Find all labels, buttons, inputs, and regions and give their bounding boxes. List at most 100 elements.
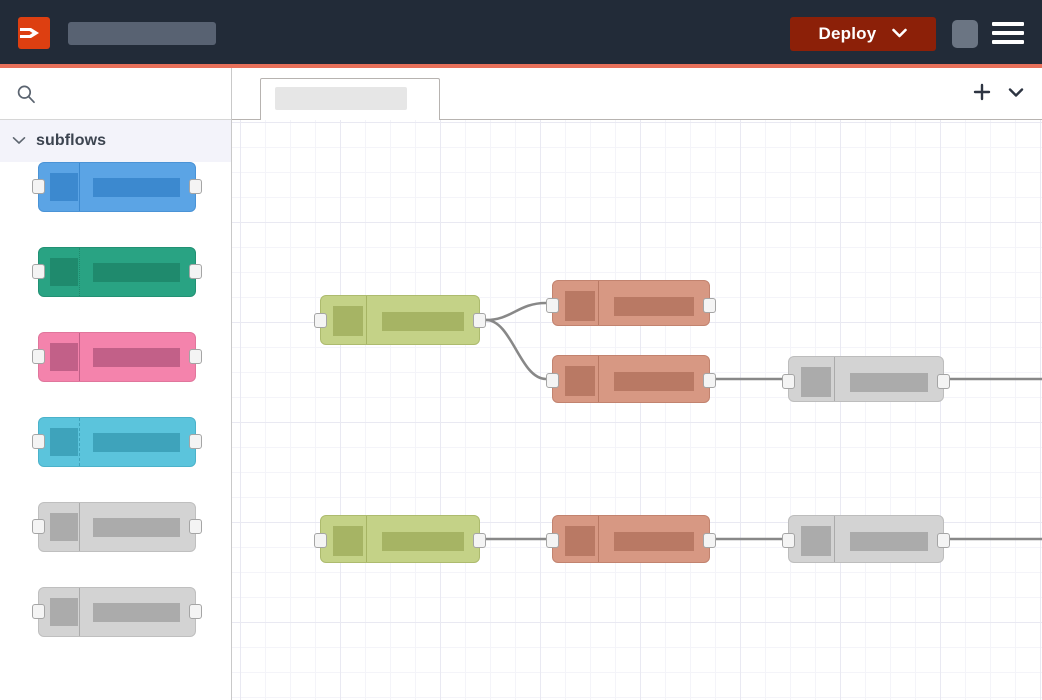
palette-node-divider (79, 333, 81, 381)
palette-node-icon (50, 598, 78, 626)
flow-node-divider (834, 516, 836, 562)
flow-node-grey-top[interactable] (782, 356, 950, 402)
palette-node-icon (50, 513, 78, 541)
palette-node-label-redacted (93, 263, 180, 282)
palette-node-pink[interactable] (32, 332, 202, 382)
header-accent-bar (0, 64, 1042, 68)
add-flow-button[interactable] (970, 82, 994, 106)
flow-node-icon (333, 526, 363, 556)
palette-node-icon (50, 258, 78, 286)
flow-node-divider (598, 281, 600, 325)
palette-node-list (0, 162, 231, 700)
flow-node-input-port[interactable] (546, 373, 559, 388)
palette-node-output-port[interactable] (189, 604, 202, 619)
palette-node-grey-2[interactable] (32, 587, 202, 637)
palette-node-divider (79, 588, 81, 636)
palette-node-divider (79, 503, 81, 551)
search-icon (16, 84, 36, 109)
palette-node-label-redacted (93, 603, 180, 622)
wire-layer (485, 301, 1042, 541)
flow-node-output-port[interactable] (473, 533, 486, 548)
palette-search-row[interactable] (0, 68, 231, 120)
flow-title-redacted (68, 22, 216, 45)
hamburger-menu-icon[interactable] (992, 20, 1024, 46)
flow-node-output-port[interactable] (937, 374, 950, 389)
wire-green-to-salmon-2[interactable] (485, 318, 547, 381)
flow-node-icon (801, 526, 831, 556)
palette-node-input-port[interactable] (32, 604, 45, 619)
flow-node-icon (565, 366, 595, 396)
flow-node-label-redacted (382, 532, 464, 551)
menu-bar-1 (992, 22, 1024, 26)
chevron-down-icon (12, 132, 26, 150)
flow-node-output-port[interactable] (937, 533, 950, 548)
search-input[interactable] (44, 82, 214, 106)
flow-node-divider (598, 516, 600, 562)
palette-node-input-port[interactable] (32, 434, 45, 449)
palette-sidebar: subflows (0, 68, 232, 700)
palette-node-output-port[interactable] (189, 434, 202, 449)
flow-node-input-port[interactable] (314, 533, 327, 548)
flow-node-divider (366, 296, 368, 344)
menu-bar-3 (992, 40, 1024, 44)
wire-green-to-salmon-1[interactable] (485, 301, 547, 322)
flow-node-input-port[interactable] (782, 533, 795, 548)
palette-node-label-redacted (93, 348, 180, 367)
palette-category-subflows[interactable]: subflows (0, 120, 231, 162)
flow-node-salmon-top-2[interactable] (546, 355, 716, 403)
palette-node-input-port[interactable] (32, 349, 45, 364)
flow-tab-active[interactable] (260, 78, 440, 120)
flow-node-output-port[interactable] (703, 373, 716, 388)
palette-node-input-port[interactable] (32, 179, 45, 194)
user-avatar-icon[interactable] (952, 20, 978, 48)
palette-node-output-port[interactable] (189, 264, 202, 279)
flow-node-label-redacted (850, 373, 928, 392)
palette-node-output-port[interactable] (189, 179, 202, 194)
plus-icon (973, 83, 991, 106)
flow-canvas[interactable] (232, 120, 1042, 700)
flow-node-grey-bottom[interactable] (782, 515, 950, 563)
flow-node-divider (834, 357, 836, 401)
palette-node-divider (79, 163, 81, 211)
palette-node-cyan[interactable] (32, 417, 202, 467)
flow-node-input-port[interactable] (546, 298, 559, 313)
palette-node-divider (79, 418, 81, 466)
flow-node-salmon-top-1[interactable] (546, 280, 716, 326)
flow-node-green-bottom[interactable] (314, 515, 486, 563)
flow-node-input-port[interactable] (314, 313, 327, 328)
flow-node-icon (565, 526, 595, 556)
flow-node-label-redacted (614, 372, 694, 391)
workspace (232, 68, 1042, 700)
flow-node-output-port[interactable] (703, 298, 716, 313)
palette-category-label: subflows (36, 132, 107, 149)
menu-bar-2 (992, 31, 1024, 35)
flow-node-divider (598, 356, 600, 402)
flow-node-label-redacted (614, 297, 694, 316)
flow-node-input-port[interactable] (782, 374, 795, 389)
palette-node-output-port[interactable] (189, 519, 202, 534)
palette-node-input-port[interactable] (32, 264, 45, 279)
flow-node-input-port[interactable] (546, 533, 559, 548)
palette-node-label-redacted (93, 178, 180, 197)
tabbar-underline (232, 119, 1042, 120)
palette-node-input-port[interactable] (32, 519, 45, 534)
flow-node-salmon-bottom[interactable] (546, 515, 716, 563)
flow-list-menu-button[interactable] (1004, 82, 1028, 106)
chevron-down-icon (1008, 85, 1024, 103)
deploy-button[interactable]: Deploy (790, 17, 936, 51)
palette-node-label-redacted (93, 518, 180, 537)
node-red-logo-icon[interactable] (18, 17, 50, 49)
palette-node-grey-1[interactable] (32, 502, 202, 552)
flow-node-label-redacted (382, 312, 464, 331)
palette-node-green[interactable] (32, 247, 202, 297)
palette-node-blue[interactable] (32, 162, 202, 212)
palette-node-icon (50, 428, 78, 456)
palette-node-output-port[interactable] (189, 349, 202, 364)
flow-node-output-port[interactable] (473, 313, 486, 328)
flow-tabbar (232, 68, 1042, 120)
flow-node-green-top[interactable] (314, 295, 486, 345)
chevron-down-icon (892, 25, 908, 43)
flow-node-output-port[interactable] (703, 533, 716, 548)
palette-node-divider (79, 248, 81, 296)
